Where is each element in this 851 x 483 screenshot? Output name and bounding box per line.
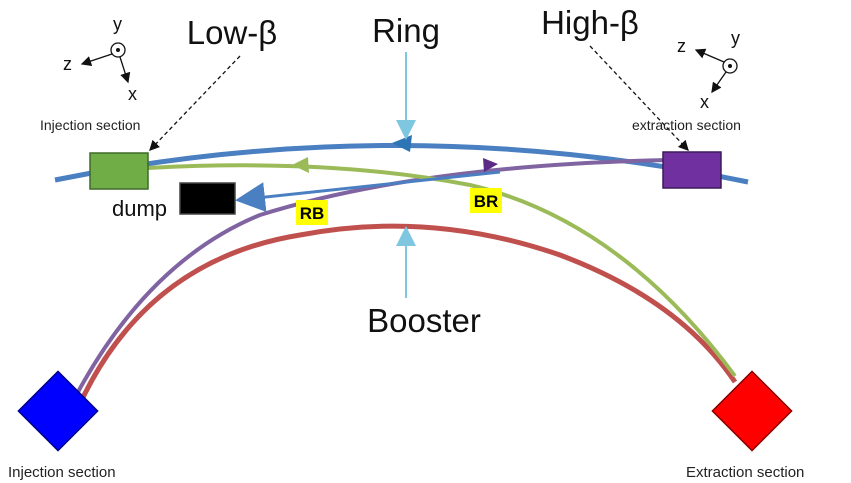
booster-label: Booster <box>367 302 481 339</box>
dump-label: dump <box>112 196 167 221</box>
booster-extraction-box <box>711 370 793 452</box>
left-coordinate-frame: y z x <box>63 14 137 104</box>
booster-extraction-label: Extraction section <box>686 464 804 481</box>
ring-direction-arrow <box>392 135 412 152</box>
booster-injection-label: Injection section <box>8 464 116 481</box>
right-axis-x: x <box>700 92 709 112</box>
ring-extraction-box <box>662 151 722 189</box>
low-beta-pointer <box>149 55 241 151</box>
br-tag: BR <box>474 192 499 211</box>
high-beta-pointer <box>589 45 689 151</box>
booster-injection-box <box>17 370 99 452</box>
dump-line <box>235 170 501 213</box>
br-tag-bg <box>470 188 502 213</box>
low-beta-label: Low-β <box>187 14 278 51</box>
rb-direction-arrow <box>483 158 498 172</box>
br-transfer-line <box>147 163 737 378</box>
ring-injection-box <box>89 152 149 190</box>
right-axis-y: y <box>731 28 740 48</box>
br-direction-arrow <box>292 157 309 173</box>
ring-injection-label: Injection section <box>40 117 140 133</box>
rb-tag-bg <box>296 200 328 225</box>
ring-extraction-label: extraction section <box>632 117 741 133</box>
ring-label: Ring <box>372 12 440 49</box>
rb-transfer-line <box>76 158 671 393</box>
ring-beamline <box>54 143 749 185</box>
dump-box <box>179 182 236 215</box>
left-axis-y: y <box>113 14 122 34</box>
right-axis-z: z <box>677 36 686 56</box>
high-beta-label: High-β <box>541 4 639 41</box>
left-axis-z: z <box>63 54 72 74</box>
rb-tag: RB <box>300 204 325 223</box>
left-axis-x: x <box>128 84 137 104</box>
right-coordinate-frame: y z x <box>677 28 740 112</box>
